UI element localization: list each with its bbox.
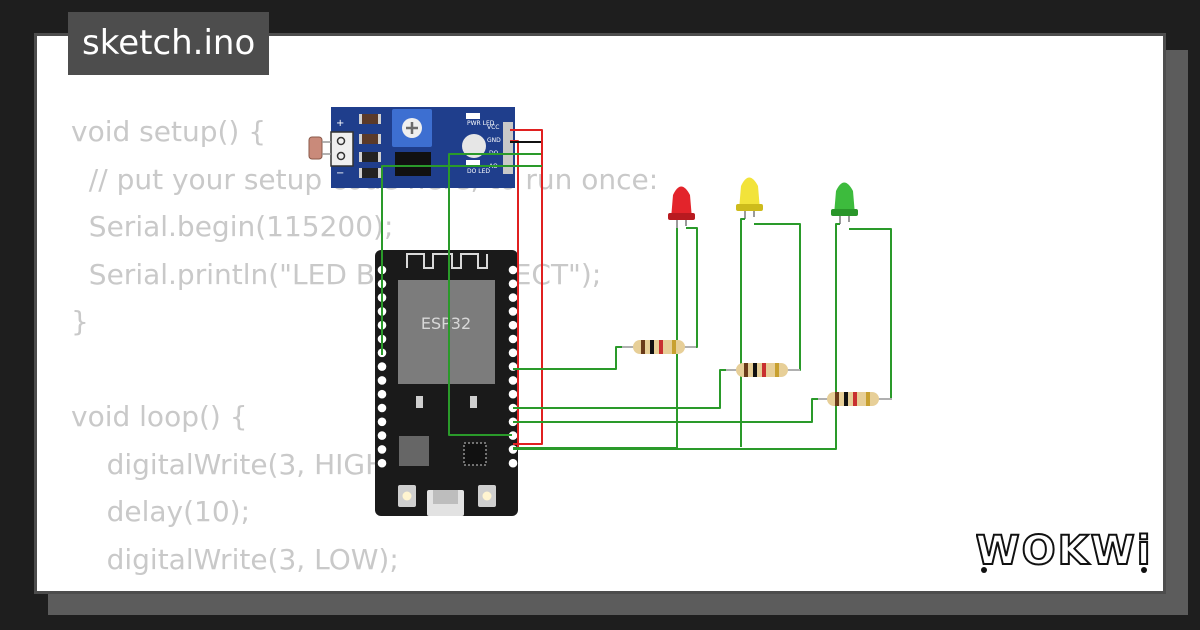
do-led-label: DO LED: [467, 168, 490, 175]
wire-red-anode[interactable]: [685, 227, 698, 348]
pwr-led-label: PWR LED: [467, 120, 495, 127]
resistor-red-led[interactable]: [622, 340, 696, 354]
led-red[interactable]: [668, 186, 695, 229]
esp32-pin[interactable]: [508, 307, 518, 316]
do-led: [466, 160, 480, 166]
code-line: void loop() {: [71, 400, 248, 433]
polarity-plus: +: [336, 118, 344, 129]
pwr-led: [466, 113, 480, 119]
wire-red-signal[interactable]: [513, 346, 629, 370]
file-name-tab[interactable]: sketch.ino: [68, 12, 270, 75]
wire-green-cathode[interactable]: [513, 223, 840, 450]
wire-green-anode[interactable]: [849, 228, 892, 400]
wire-yellow-anode[interactable]: [754, 223, 801, 371]
esp32-pin[interactable]: [508, 376, 518, 385]
code-line: Serial.begin(115200);: [71, 210, 394, 243]
usb-port-inner: [433, 490, 458, 504]
esp32-pin[interactable]: [377, 431, 387, 440]
esp32-pin[interactable]: [377, 458, 387, 468]
module-pin-header: [503, 122, 513, 174]
esp32-pin[interactable]: [508, 320, 518, 330]
code-line: delay(10);: [71, 583, 658, 591]
wire-yellow-signal[interactable]: [513, 369, 733, 409]
pin-label-gnd: GND: [487, 137, 501, 144]
code-preview: void setup() { // put your setup code he…: [71, 108, 658, 591]
code-line: }: [71, 305, 89, 338]
esp32-pin[interactable]: [508, 431, 518, 440]
esp32-pin[interactable]: [377, 376, 387, 385]
right-pin-header: [508, 265, 518, 468]
wire-do-to-esp[interactable]: [448, 153, 541, 436]
photoresistor[interactable]: [308, 136, 331, 160]
led-green[interactable]: [831, 182, 858, 225]
smd-part: [416, 396, 423, 408]
antenna-trace: [406, 253, 488, 269]
mcu-label: ESP32: [421, 314, 471, 333]
wire-yellow-cathode[interactable]: [740, 218, 745, 447]
polarity-minus: −: [336, 168, 344, 179]
wire-red-cathode[interactable]: [513, 228, 678, 449]
pin-label-vcc: VCC: [487, 124, 499, 131]
esp32-board[interactable]: ESP32: [375, 250, 518, 516]
resistor-green-led[interactable]: [818, 392, 892, 406]
wire-green-signal[interactable]: [513, 398, 825, 423]
comparator-chip: [395, 152, 431, 176]
led-yellow[interactable]: [736, 177, 763, 220]
left-pin-header: [377, 265, 387, 468]
esp32-pin[interactable]: [508, 458, 518, 468]
sensor-module[interactable]: PWR LED DO LED VCC GND DO AO + −: [330, 107, 515, 188]
reset-button-cap: [482, 491, 492, 501]
code-line: delay(10);: [71, 495, 251, 528]
esp32-pin[interactable]: [508, 389, 518, 399]
boot-button-cap: [402, 491, 412, 501]
project-card: void setup() { // put your setup code he…: [34, 33, 1166, 594]
wokwi-logo: WOKWi: [976, 527, 1152, 575]
esp32-pin[interactable]: [508, 334, 518, 344]
esp32-pin[interactable]: [508, 348, 518, 358]
esp32-module: [398, 280, 495, 384]
esp32-pin[interactable]: [508, 279, 518, 289]
wokwi-logo-text: WOKWi: [976, 528, 1152, 574]
photoresistor-terminal: [330, 131, 354, 167]
sensor-capacitor: [462, 134, 486, 158]
wire-vcc[interactable]: [510, 129, 543, 445]
esp32-pin[interactable]: [508, 265, 518, 275]
smd-part: [470, 396, 477, 408]
esp32-pin[interactable]: [377, 389, 387, 399]
esp32-pin[interactable]: [377, 445, 387, 454]
resistor-yellow-led[interactable]: [726, 363, 800, 377]
esp32-pin[interactable]: [377, 403, 387, 413]
esp32-pin[interactable]: [508, 293, 518, 302]
esp32-pin[interactable]: [377, 362, 387, 371]
voltage-regulator: [399, 436, 429, 466]
code-line: void setup() {: [71, 115, 267, 148]
code-line: digitalWrite(3, HIGH);: [71, 447, 407, 481]
esp32-pin[interactable]: [377, 417, 387, 427]
usb-uart-chip: [463, 442, 487, 466]
wire-ao-to-esp[interactable]: [381, 165, 542, 355]
code-line: digitalWrite(3, LOW);: [71, 542, 399, 576]
